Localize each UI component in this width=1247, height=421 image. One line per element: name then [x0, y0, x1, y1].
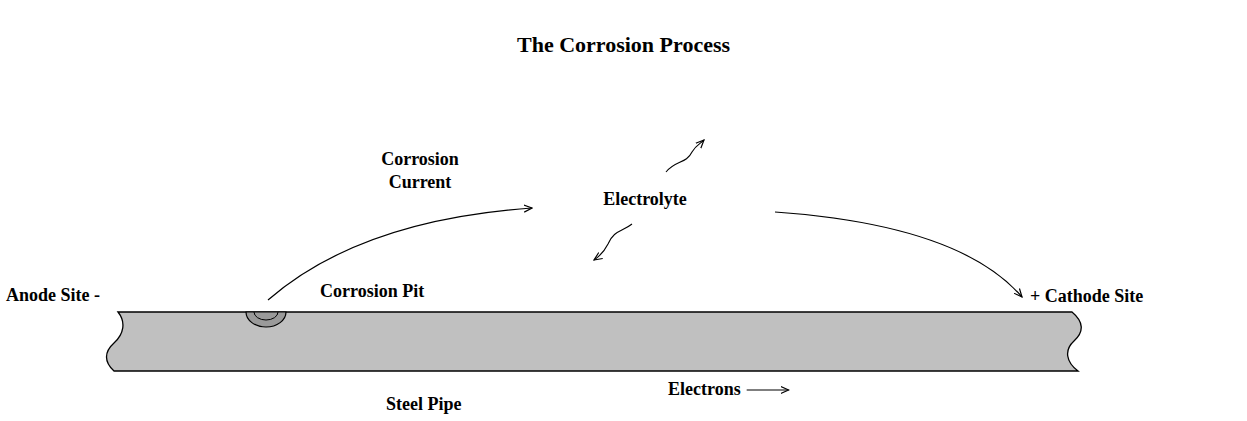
squiggle-arrow: [594, 224, 632, 260]
current-arrow-down: [775, 212, 1022, 297]
electron-arrow: [747, 389, 789, 390]
pit-label: Corrosion Pit: [320, 280, 480, 303]
anode-label: Anode Site -: [6, 284, 166, 307]
electrons-label: Electrons: [668, 378, 768, 401]
squiggle-arrow: [666, 140, 704, 172]
pipe-label: Steel Pipe: [386, 393, 526, 416]
steel-pipe: [107, 312, 1082, 371]
corrosion-pit: [246, 312, 286, 327]
current-label: Corrosion Current: [360, 148, 480, 194]
electrolyte-label: Electrolyte: [560, 188, 730, 211]
diagram-title: The Corrosion Process: [0, 32, 1247, 58]
cathode-label: + Cathode Site: [1030, 285, 1241, 308]
corrosion-pit-inner: [254, 312, 278, 320]
